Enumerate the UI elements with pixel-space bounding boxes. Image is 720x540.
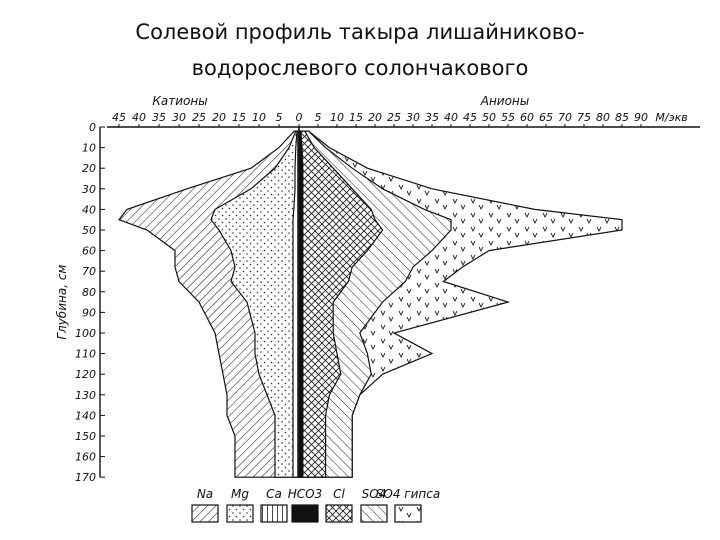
depth-tick-label: 120 [75,368,96,381]
area-cl [298,130,384,478]
cation-tick-label: 10 [252,111,266,124]
area-hco3 [298,130,304,478]
depth-tick-label: 160 [75,451,96,464]
anion-tick-label: 30 [406,111,420,124]
anion-tick-label: 45 [463,111,477,124]
legend-label-hco3: HCO3 [288,487,322,501]
legend-swatch-na [191,504,219,523]
anion-tick-label: 55 [501,111,515,124]
anion-tick-label: 65 [539,111,553,124]
depth-tick-label: 100 [75,327,96,340]
cation-tick-label: 0 [296,111,303,124]
anion-tick-label: 50 [482,111,496,124]
anion-tick-label: 10 [330,111,344,124]
anions-label: Анионы [480,94,530,108]
depth-tick-label: 30 [82,183,96,196]
area-ca [292,130,300,478]
depth-tick-label: 170 [75,471,96,484]
cations-label: Катионы [152,94,207,108]
anion-tick-label: 40 [444,111,458,124]
anion-tick-label: 15 [349,111,363,124]
depth-tick-label: 70 [82,265,96,278]
anion-tick-label: 70 [558,111,572,124]
cation-tick-label: 40 [132,111,146,124]
title-line-1: Солевой профиль такыра лишайниково- [135,20,585,44]
cation-tick-label: 5 [276,111,283,124]
anion-tick-label: 75 [577,111,591,124]
anion-tick-label: 90 [634,111,648,124]
unit-label: М/экв [655,111,687,124]
depth-tick-label: 130 [75,389,96,402]
depth-axis-title: Глубина, см [55,265,69,340]
depth-tick-label: 20 [82,162,96,175]
legend-swatch-hco3 [291,504,319,523]
legend-label-mg: Mg [231,487,249,501]
depth-tick-label: 0 [89,121,96,134]
anion-tick-label: 60 [520,111,534,124]
legend-swatch-so4-gypsum [394,504,422,523]
areas-group [118,130,623,478]
legend-swatch-so4 [360,504,388,523]
area-mg [210,130,300,478]
depth-tick-label: 40 [82,203,96,216]
anion-tick-label: 85 [615,111,629,124]
legend-label-cl: Cl [333,487,345,501]
cation-tick-label: 30 [172,111,186,124]
anion-tick-label: 80 [596,111,610,124]
axes-group [99,126,700,478]
depth-tick-label: 80 [82,286,96,299]
anion-tick-label: 5 [315,111,322,124]
anion-tick-label: 35 [425,111,439,124]
legend-label-ca: Ca [266,487,282,501]
depth-tick-label: 140 [75,409,96,422]
cation-tick-label: 45 [112,111,126,124]
cation-tick-label: 35 [152,111,166,124]
depth-tick-label: 60 [82,245,96,258]
cation-tick-label: 15 [232,111,246,124]
legend-swatch-cl [325,504,353,523]
legend-label-na: Na [197,487,213,501]
cation-tick-label: 25 [192,111,206,124]
depth-tick-label: 10 [82,142,96,155]
depth-tick-label: 150 [75,430,96,443]
depth-tick-label: 50 [82,224,96,237]
cation-tick-label: 20 [212,111,226,124]
legend-swatch-ca [260,504,288,523]
title-line-2: водорослевого солончакового [191,56,529,80]
anion-tick-label: 25 [387,111,401,124]
depth-tick-label: 110 [75,348,96,361]
legend-label-so4: SO4 [362,487,387,501]
legend-label-so4-gypsum: SO4 гипса [376,487,440,501]
anion-tick-label: 20 [368,111,382,124]
legend-swatch-mg [226,504,254,523]
depth-tick-label: 90 [82,306,96,319]
